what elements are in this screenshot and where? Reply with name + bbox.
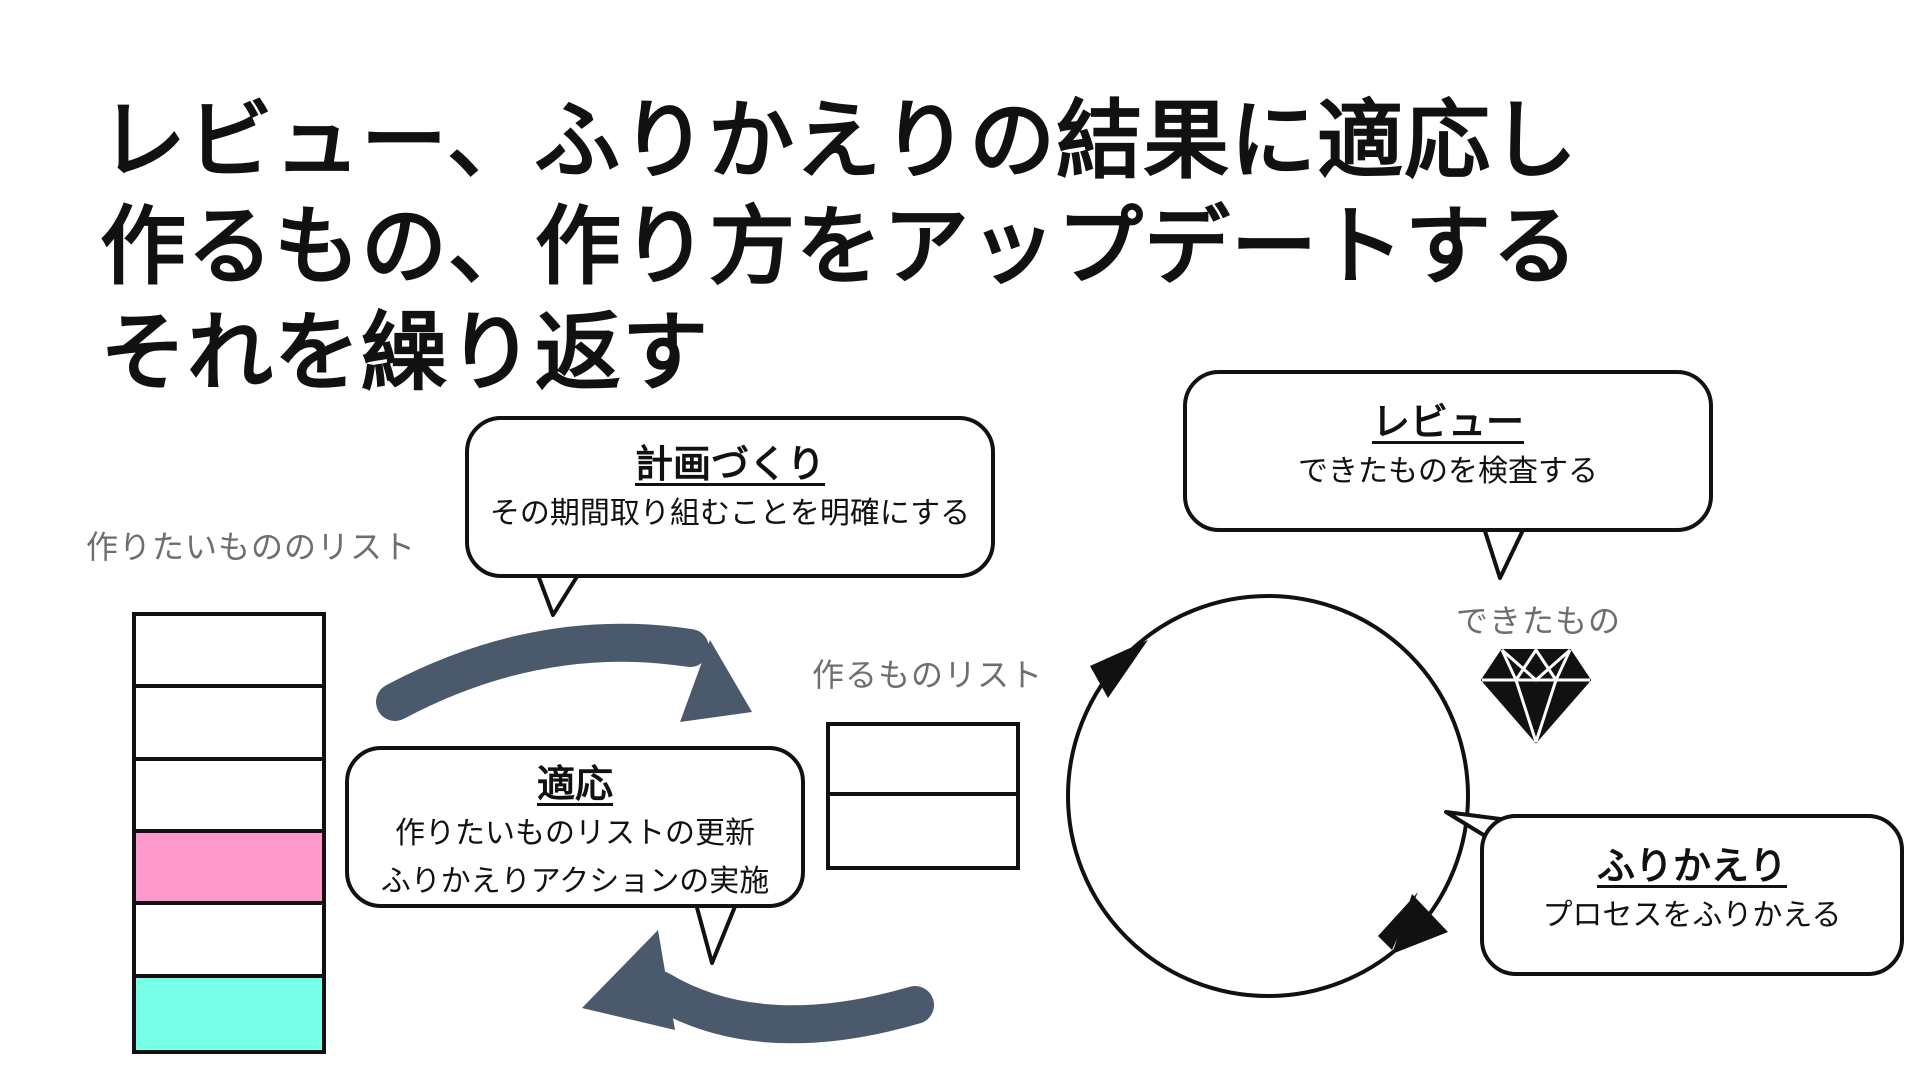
wish-list-row-4 [136, 832, 322, 906]
retro-title: ふりかえり [1596, 844, 1787, 888]
wish-list-row-6 [136, 977, 322, 1050]
adapt-bubble-tail [694, 902, 738, 965]
build-list [826, 722, 1020, 870]
cycle-arrowhead-top [1090, 640, 1148, 698]
headline: レビュー、ふりかえりの結果に適応し 作るもの、作り方をアップデートする それを繰… [100, 88, 1620, 406]
adapt-line-2: ふりかえりアクションの実施 [380, 864, 770, 899]
build-list-row-1 [830, 726, 1016, 796]
adapt-bubble: 適応 作りたいものリストの更新 ふりかえりアクションの実施 [345, 746, 805, 908]
backward-arrow-head [582, 930, 675, 1030]
review-bubble-tail [1482, 526, 1526, 580]
retro-description: プロセスをふりかえる [1542, 898, 1842, 933]
wish-list-label: 作りたいもののリスト [86, 528, 417, 566]
review-description: できたものを検査する [1298, 454, 1598, 489]
review-title: レビュー [1371, 400, 1524, 444]
adapt-line-1: 作りたいものリストの更新 [395, 816, 755, 851]
deliverable-label: できたもの [1456, 602, 1622, 640]
planning-title: 計画づくり [634, 442, 825, 486]
build-list-label: 作るものリスト [812, 656, 1044, 694]
headline-line-3: それを繰り返す [100, 303, 709, 403]
forward-arrow-shaft [376, 623, 709, 721]
cycle-arrowhead-bottom-fill [1392, 894, 1448, 954]
wish-list-row-3 [136, 760, 322, 833]
planning-description: その期間取り組むことを明確にする [489, 496, 971, 531]
review-bubble: レビュー できたものを検査する [1183, 370, 1713, 532]
headline-line-1: レビュー、ふりかえりの結果に適応し [100, 91, 1579, 191]
iteration-cycle [1066, 594, 1470, 998]
wish-list-row-1 [136, 616, 322, 689]
headline-line-2: 作るもの、作り方をアップデートする [100, 197, 1579, 297]
wish-list [132, 612, 326, 1054]
planning-bubble: 計画づくり その期間取り組むことを明確にする [465, 416, 995, 578]
retro-bubble: ふりかえり プロセスをふりかえる [1480, 814, 1904, 976]
backward-arrow-shaft [641, 971, 934, 1044]
wish-list-row-5 [136, 905, 322, 978]
wish-list-row-2 [136, 688, 322, 761]
planning-bubble-tail [536, 573, 580, 617]
forward-arrow-head [680, 640, 752, 722]
build-list-row-2 [830, 796, 1016, 866]
adapt-title: 適応 [536, 762, 613, 806]
diamond-icon [1480, 647, 1592, 744]
